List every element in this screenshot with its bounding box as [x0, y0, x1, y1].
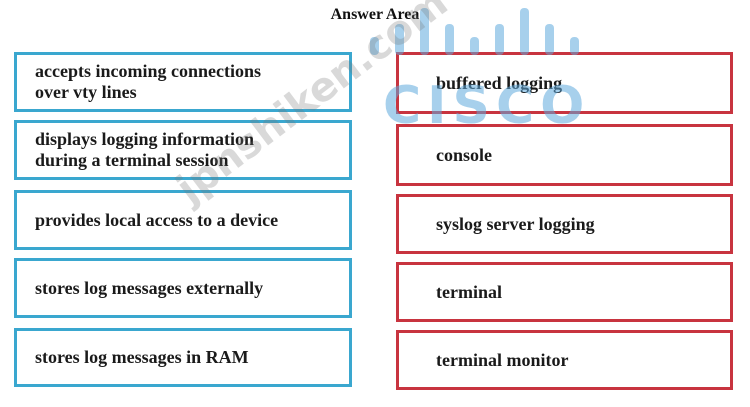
- target-label: syslog server logging: [436, 213, 595, 234]
- description-box-store-externally[interactable]: stores log messages externally: [14, 258, 352, 318]
- description-label: provides local access to a device: [35, 209, 279, 230]
- target-label: buffered logging: [436, 72, 563, 93]
- description-label: stores log messages in RAM: [35, 347, 249, 367]
- target-label: terminal: [436, 281, 502, 302]
- description-label: accepts incoming connections over vty li…: [35, 61, 261, 102]
- target-box-terminal-monitor[interactable]: terminal monitor: [396, 330, 733, 390]
- description-box-vty[interactable]: accepts incoming connections over vty li…: [14, 52, 352, 112]
- description-label: stores log messages externally: [35, 277, 264, 298]
- description-label: displays logging information during a te…: [35, 129, 255, 170]
- description-box-terminal-session[interactable]: displays logging information during a te…: [14, 120, 352, 180]
- description-box-store-ram[interactable]: stores log messages in RAM: [14, 328, 352, 387]
- target-box-console[interactable]: console: [396, 124, 733, 186]
- answer-area-title: Answer Area: [330, 6, 420, 23]
- target-label: terminal monitor: [436, 349, 569, 370]
- description-box-local-access[interactable]: provides local access to a device: [14, 190, 352, 250]
- target-box-syslog-server-logging[interactable]: syslog server logging: [396, 194, 733, 254]
- target-box-terminal[interactable]: terminal: [396, 262, 733, 322]
- target-label: console: [436, 144, 492, 165]
- target-box-buffered-logging[interactable]: buffered logging: [396, 52, 733, 114]
